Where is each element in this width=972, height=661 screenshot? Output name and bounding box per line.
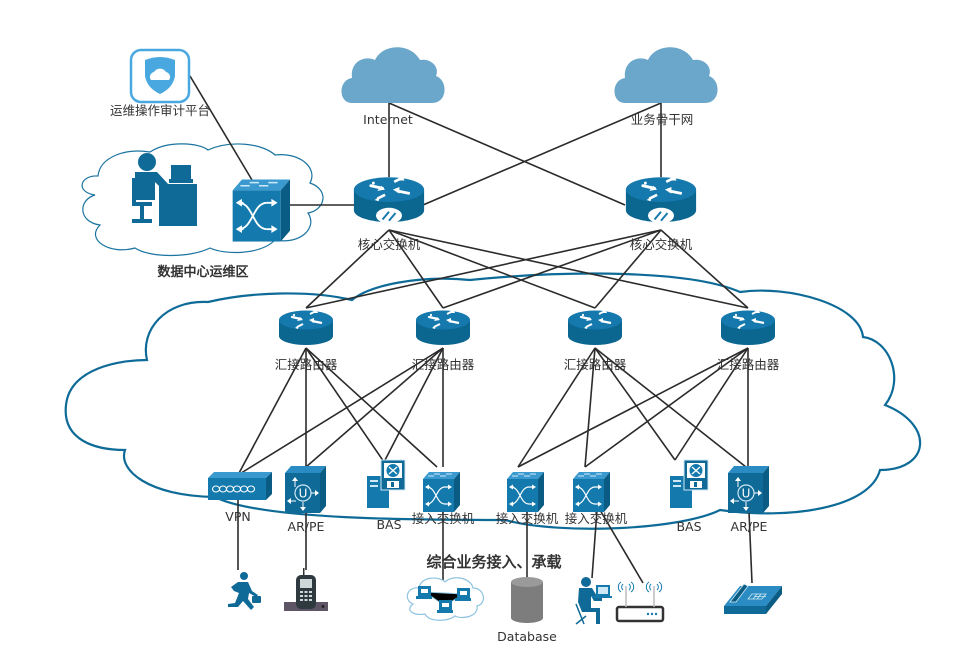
audit-platform-label: 运维操作审计平台 [110,103,211,118]
access-switch-2-label: 接入交换机 [495,511,559,526]
router-icon [414,307,472,347]
backbone-label: 业务骨干网 [630,112,694,127]
running-man-icon [228,572,261,610]
switch-icon [422,471,461,513]
database-icon [511,577,543,623]
arpe-1-label: AR/PE [287,519,325,534]
backbone-cloud-icon [614,47,718,103]
vpn-concentrator-icon [208,472,272,500]
router-icon [566,307,624,347]
user-workstation-icon [575,577,612,625]
access-router-icon [284,465,327,514]
pc-network-icon [406,577,484,621]
agg-router-1-label: 汇接路由器 [274,357,338,372]
diagram-title: 综合业务接入、承载 [426,553,562,571]
operator-desk-icon [132,153,197,226]
access-switch-3-label: 接入交换机 [564,511,628,526]
access-domain-cloud-outline [64,272,922,530]
server-icon [366,459,406,509]
core-switch-1-label: 核心交换机 [357,237,421,252]
telephone-icon [724,583,782,614]
arpe-2-label: AR/PE [730,519,768,534]
access-switch-1-label: 接入交换机 [411,511,475,526]
cordless-phone-icon [284,568,328,611]
server-icon [669,459,709,509]
core-router-icon [624,173,698,224]
core-router-icon [352,173,426,224]
links [189,75,753,584]
access-router-icon [727,465,770,514]
bas-2-label: BAS [676,519,702,534]
vpn-label: VPN [225,509,251,524]
internet-cloud-icon [341,47,445,103]
bas-1-label: BAS [376,517,402,532]
core-switch-2-label: 核心交换机 [629,237,693,252]
internet-label: Internet [363,112,413,127]
switch-icon [506,471,545,513]
agg-router-3-label: 汇接路由器 [563,357,627,372]
ops-zone-label: 数据中心运维区 [157,265,249,280]
switch-icon [572,471,611,513]
router-icon [719,307,777,347]
shield-cloud-icon [129,48,191,104]
layer3-switch-icon [231,178,291,243]
wireless-router-icon [615,581,665,623]
agg-router-2-label: 汇接路由器 [411,357,475,372]
agg-router-4-label: 汇接路由器 [716,357,780,372]
database-label: Database [497,629,557,644]
router-icon [277,307,335,347]
